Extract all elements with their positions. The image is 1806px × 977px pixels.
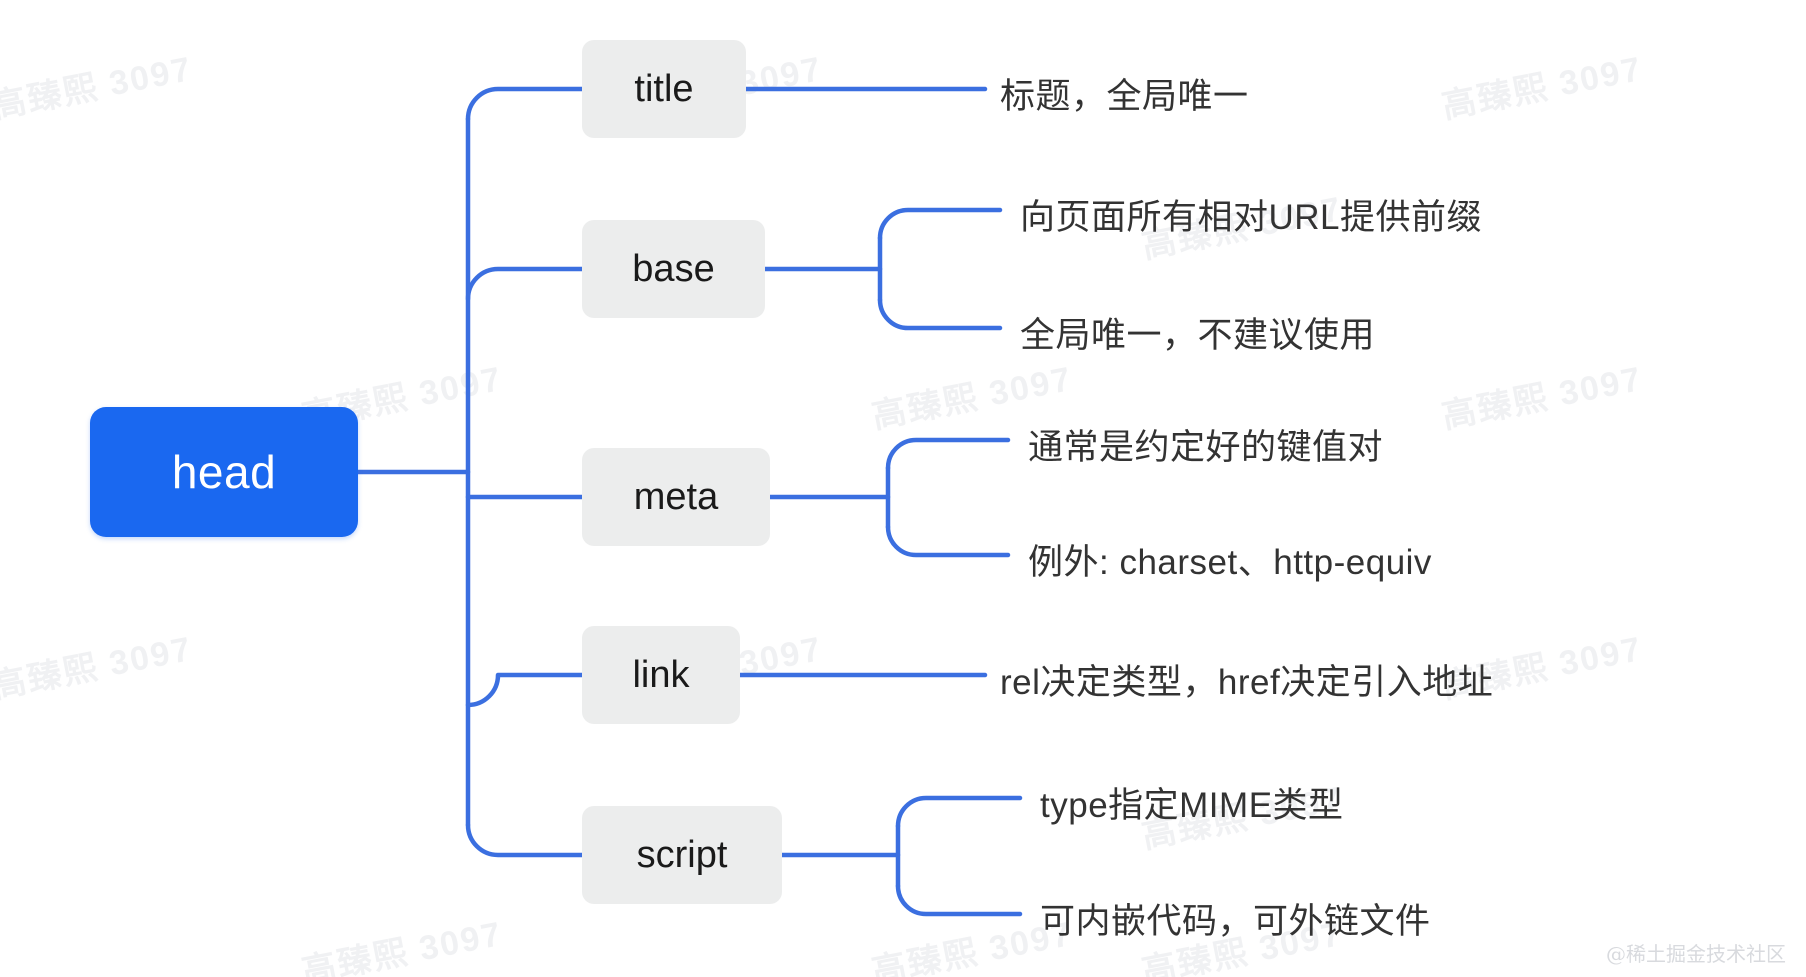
mindmap-branch-node-title[interactable]: title xyxy=(582,40,746,138)
mindmap-branch-node-meta[interactable]: meta xyxy=(582,448,770,546)
branch-node-label: script xyxy=(636,833,728,876)
branch-node-label: base xyxy=(632,247,715,290)
watermark-text: 高臻熙 3097 xyxy=(0,49,196,126)
connector-script-leaf-0 xyxy=(895,795,1023,829)
mindmap-leaf-link-0: rel决定类型，href决定引入地址 xyxy=(1000,663,1494,702)
connector-script-leaf-1 xyxy=(895,883,1023,917)
connector-trunk-base xyxy=(465,266,585,302)
mindmap-branch-node-script[interactable]: script xyxy=(582,806,782,904)
connector-meta-leaf-1 xyxy=(885,524,1011,558)
connector-trunk-script xyxy=(465,822,585,858)
watermark-text: 高臻熙 3097 xyxy=(0,629,196,706)
mindmap-leaf-base-0: 向页面所有相对URL提供前缀 xyxy=(1020,198,1483,237)
mindmap-branch-node-base[interactable]: base xyxy=(582,220,765,318)
connector-base-leaf-0 xyxy=(877,207,1003,241)
mindmap-root-node-head[interactable]: head xyxy=(90,407,358,537)
branch-node-label: title xyxy=(634,67,694,110)
watermark-text: 高臻熙 3097 xyxy=(1438,49,1646,126)
mindmap-leaf-meta-1: 例外: charset、http-equiv xyxy=(1028,543,1432,582)
mindmap-leaf-script-1: 可内嵌代码，可外链文件 xyxy=(1040,902,1431,941)
mindmap-branch-node-link[interactable]: link xyxy=(582,626,740,724)
watermark-text: 高臻熙 3097 xyxy=(298,914,506,977)
branch-node-label: link xyxy=(632,653,690,696)
connector-base-leaf-1 xyxy=(877,297,1003,331)
watermark-text: 高臻熙 3097 xyxy=(1438,359,1646,436)
mindmap-leaf-script-0: type指定MIME类型 xyxy=(1040,786,1344,825)
mindmap-leaf-title-0: 标题，全局唯一 xyxy=(1000,77,1249,116)
source-credit: @稀土掘金技术社区 xyxy=(1606,942,1786,966)
branch-node-label: meta xyxy=(633,475,719,518)
mindmap-leaf-meta-0: 通常是约定好的键值对 xyxy=(1028,428,1384,467)
mindmap-leaf-base-1: 全局唯一，不建议使用 xyxy=(1020,316,1376,355)
connector-meta-leaf-0 xyxy=(885,437,1011,471)
connector-trunk-link xyxy=(465,672,585,708)
connector-trunk-title xyxy=(465,86,585,122)
root-node-label: head xyxy=(171,446,277,498)
